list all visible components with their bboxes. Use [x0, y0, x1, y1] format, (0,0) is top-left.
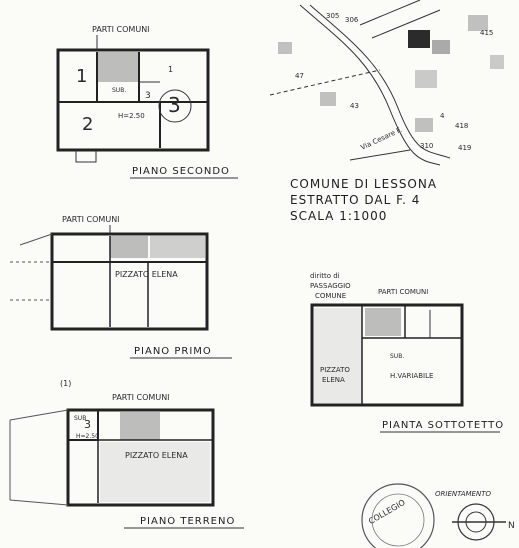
parcel-6: 415: [480, 29, 493, 37]
orientation-block: COLLEGIO ORIENTAMENTO N: [361, 483, 515, 548]
cadastral-map: 305 306 47 43 418 419 415 310 4 Via Cesa…: [269, 0, 504, 223]
map-highlight-building: [408, 30, 430, 48]
parcel-5: 419: [458, 144, 471, 152]
parcel-8: 4: [440, 112, 445, 120]
sottotetto-room-text-2: ELENA: [322, 376, 345, 384]
secondo-sub-note: SUB.: [112, 87, 126, 94]
secondo-room-3-small: 3: [145, 91, 151, 101]
parcel-2: 47: [295, 72, 304, 80]
plan-piano-primo: PARTI COMUNI PIZZATO ELENA PIANO PRIMO: [10, 215, 232, 359]
plan-piano-terreno: (1) PARTI COMUNI SUB 3 H=2.50 PIZZATO EL…: [9, 379, 244, 529]
secondo-room-3: 3: [168, 93, 181, 117]
terreno-room-text: PIZZATO ELENA: [125, 451, 188, 460]
terreno-sub-note: SUB: [74, 415, 86, 422]
sottotetto-sub-note: SUB.: [390, 353, 404, 360]
parcel-0: 305: [326, 12, 339, 20]
label-piano-primo: PIANO PRIMO: [134, 346, 212, 357]
sottotetto-room-text-1: PIZZATO: [320, 366, 350, 374]
primo-outline: [50, 232, 209, 331]
secondo-parti-comuni: PARTI COMUNI: [92, 25, 150, 34]
label-piano-terreno: PIANO TERRENO: [140, 516, 235, 527]
plan-sottotetto: diritto di PASSAGGIO COMUNE PARTI COMUNI…: [310, 272, 504, 433]
label-piano-secondo: PIANO SECONDO: [132, 166, 230, 177]
map-street-label: Via Cesare F.: [359, 126, 403, 152]
secondo-room-1: 1: [76, 66, 87, 87]
secondo-outline: [56, 48, 210, 152]
terreno-corner-mark: (1): [60, 379, 71, 388]
secondo-height-note: H=2.50: [118, 112, 145, 120]
secondo-circle-mark: [158, 89, 192, 123]
stamp-seal: [361, 483, 435, 548]
cadastral-title-line3: SCALA 1:1000: [290, 209, 387, 223]
sottotetto-passage-1: diritto di: [310, 272, 340, 280]
secondo-common-hatch: [97, 52, 139, 82]
terreno-parti-comuni: PARTI COMUNI: [112, 393, 170, 402]
label-pianta-sottotetto: PIANTA SOTTOTETTO: [382, 420, 504, 431]
parcel-4: 418: [455, 122, 468, 130]
sottotetto-passage-3: COMUNE: [315, 292, 346, 300]
terreno-height-note: H=2.50: [76, 433, 99, 440]
cadastral-title-line1: COMUNE DI LESSONA: [290, 177, 437, 191]
parcel-1: 306: [345, 16, 359, 24]
primo-room-text: PIZZATO ELENA: [115, 270, 178, 279]
terreno-room-3: 3: [84, 418, 91, 431]
north-label: N: [508, 521, 515, 531]
sottotetto-outline: [310, 303, 464, 407]
sottotetto-passage-2: PASSAGGIO: [310, 282, 351, 290]
cadastral-title-line2: ESTRATTO DAL F. 4: [290, 193, 420, 207]
plan-piano-secondo: PARTI COMUNI 1 2 3 3 1 SUB. H=2.50 PIANO…: [56, 25, 238, 179]
sottotetto-parti-comuni: PARTI COMUNI: [378, 288, 428, 296]
parcel-3: 43: [350, 102, 359, 110]
parcel-7: 310: [420, 142, 433, 150]
sottotetto-height-note: H.VARIABILE: [390, 372, 433, 380]
secondo-room-2: 2: [82, 114, 93, 135]
primo-parti-comuni: PARTI COMUNI: [62, 215, 120, 224]
terreno-outline: [66, 408, 215, 507]
secondo-room-1-small: 1: [168, 65, 173, 74]
orientation-label: ORIENTAMENTO: [435, 490, 491, 498]
